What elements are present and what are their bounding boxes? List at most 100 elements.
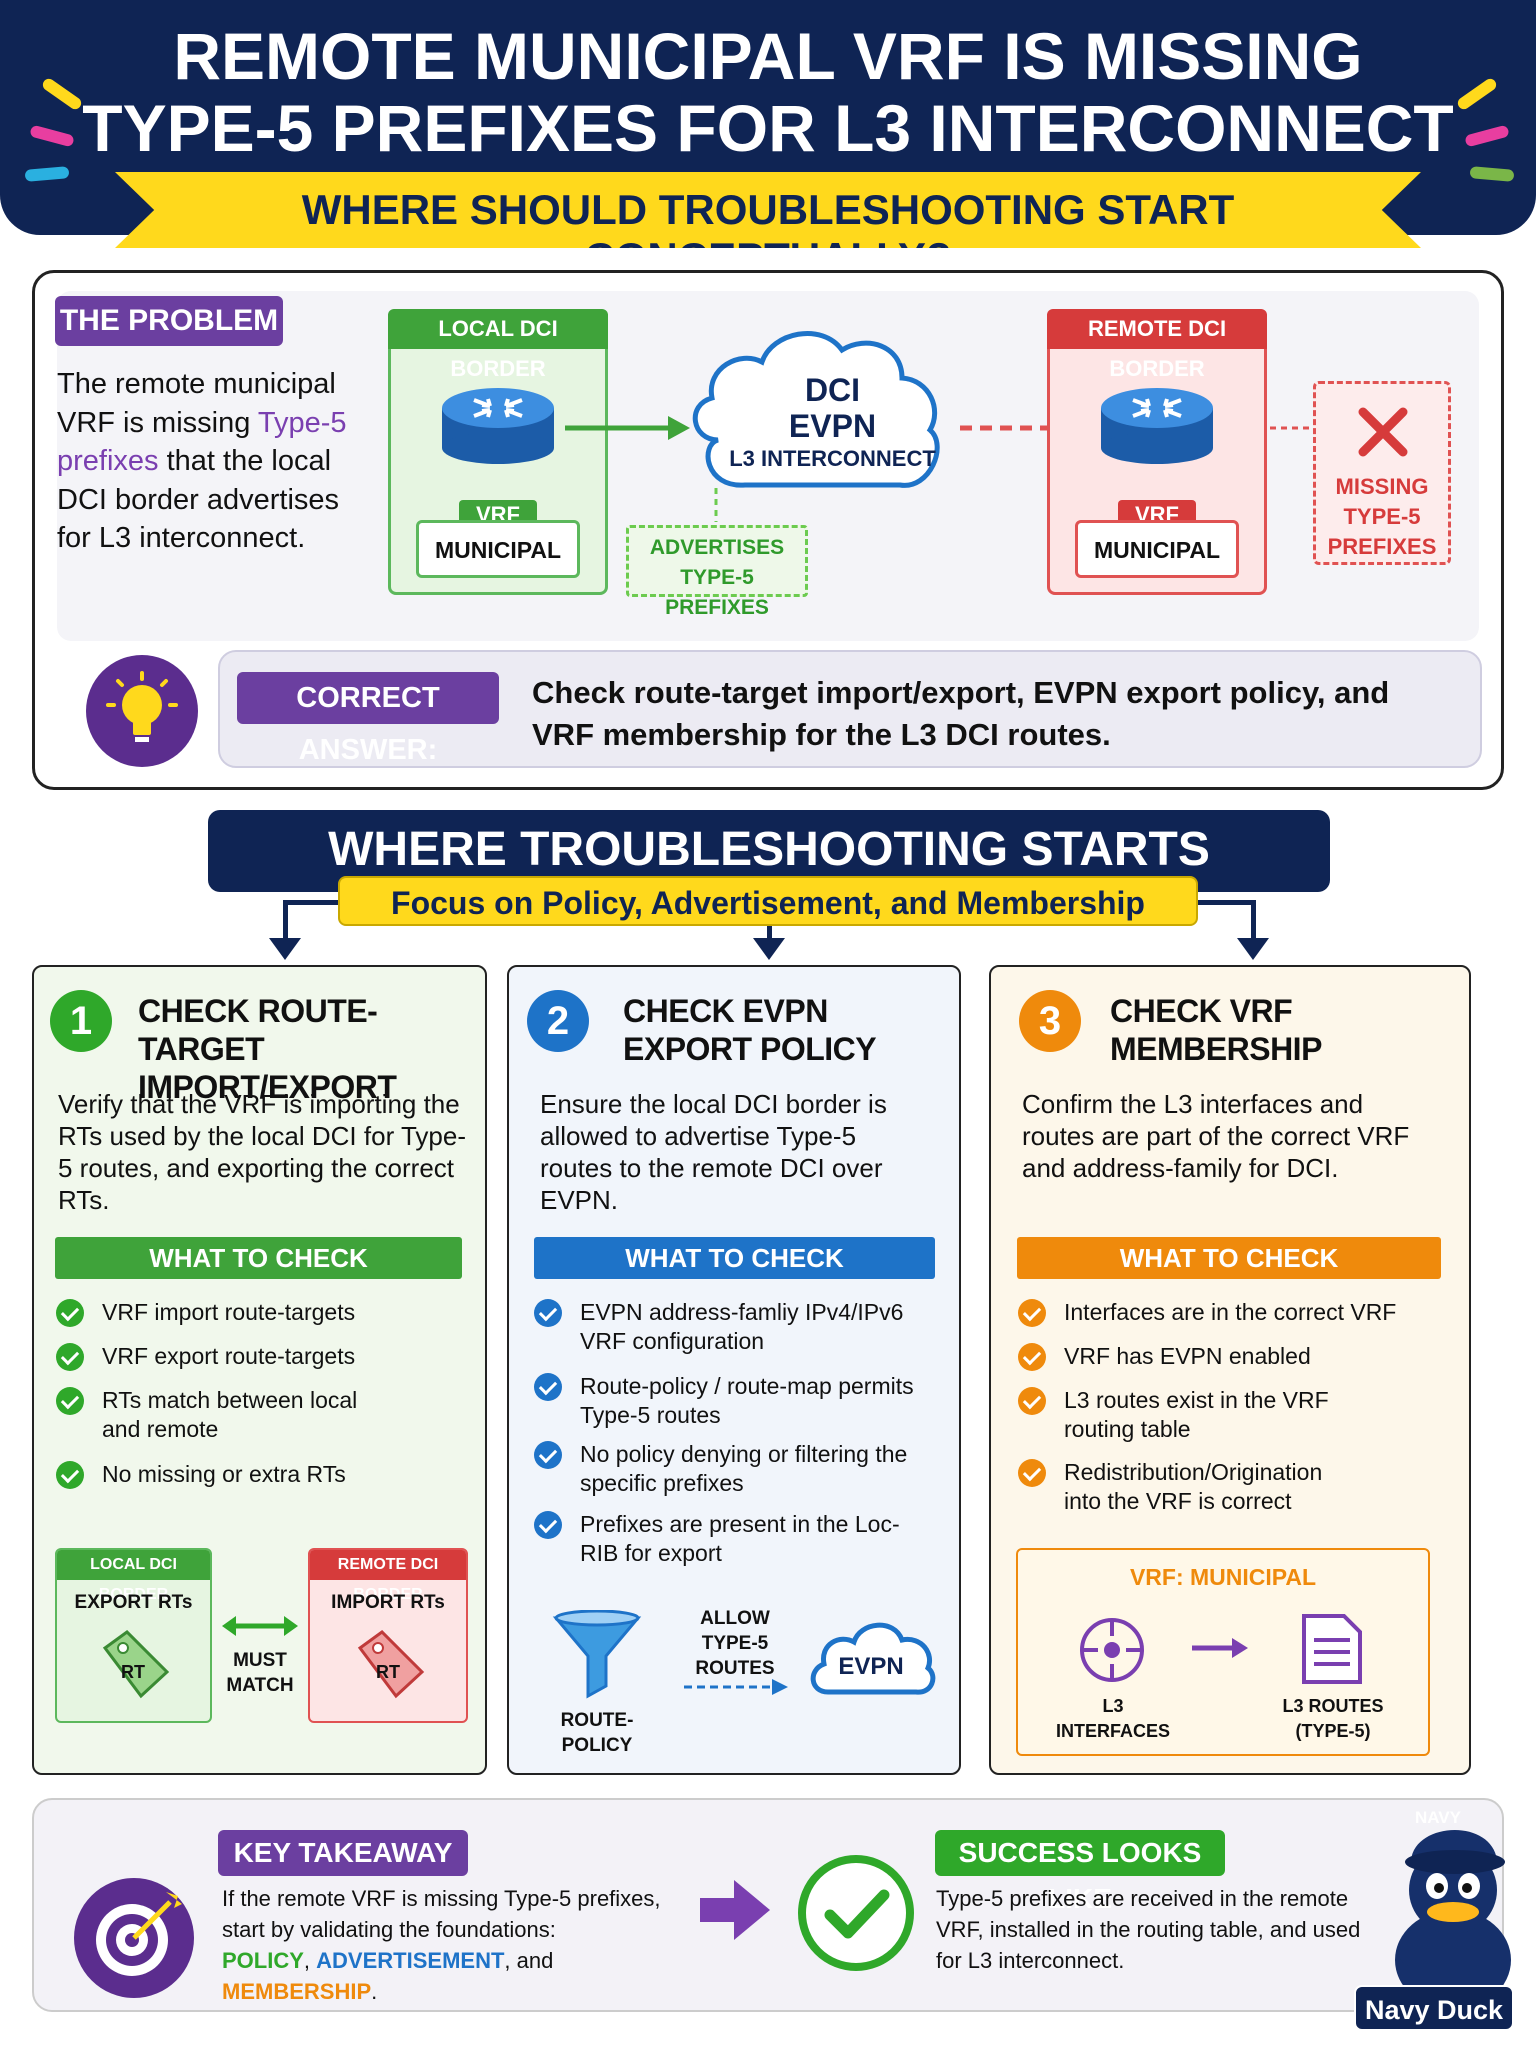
check-icon <box>1018 1459 1046 1487</box>
remote-vrf-name: MUNICIPAL <box>1075 520 1239 578</box>
interfaces-icon <box>1080 1618 1144 1682</box>
funnel-icon <box>552 1610 642 1699</box>
what-to-check-header: WHAT TO CHECK <box>1017 1237 1441 1279</box>
lightbulb-icon <box>86 655 198 767</box>
rt-label: RT <box>376 1662 400 1682</box>
problem-text-highlight: Type-5 prefixes <box>57 406 347 478</box>
column-title: CHECK EVPN EXPORT POLICY <box>623 993 877 1067</box>
step-number: 3 <box>1019 990 1081 1052</box>
vrf-municipal-box: VRF: MUNICIPAL L3 INTERFACES L3 ROUTES (… <box>1016 1548 1430 1756</box>
what-to-check-header: WHAT TO CHECK <box>55 1237 462 1279</box>
check-item: VRF export route-targets <box>56 1342 466 1371</box>
cloud-line-1: DCI <box>804 372 861 408</box>
takeaway-membership: MEMBERSHIP <box>222 1979 372 2004</box>
column-description: Ensure the local DCI border is allowed t… <box>540 1089 887 1215</box>
remote-dci-border-label: REMOTE DCI BORDER <box>310 1550 466 1603</box>
column-title: CHECK VRF MEMBERSHIP <box>1110 993 1322 1067</box>
cloud-line-3: L3 INTERCONNECT <box>729 446 936 471</box>
success-text: Type-5 prefixes are received in the remo… <box>936 1886 1361 1973</box>
missing-type5-box: MISSING TYPE-5 PREFIXES <box>1313 381 1451 565</box>
check-item: Route-policy / route-map permits Type-5 … <box>534 1372 914 1430</box>
rt-tag-icon <box>357 1630 425 1699</box>
import-rts-label: IMPORT RTs <box>331 1592 445 1613</box>
check-item: RTs match between local and remote <box>56 1386 386 1444</box>
takeaway-advertisement: ADVERTISEMENT <box>316 1948 505 1973</box>
success-looks-like-tag: SUCCESS LOOKS LIKE <box>935 1830 1225 1914</box>
step-number: 2 <box>527 990 589 1052</box>
allow-type5-label: ALLOW TYPE-5 ROUTES <box>695 1608 775 1679</box>
remote-import-rts-box: REMOTE DCI BORDER IMPORT RTs RT <box>308 1548 468 1723</box>
check-item-text: No policy denying or filtering the speci… <box>580 1441 908 1496</box>
correct-answer-tag: CORRECT ANSWER: <box>237 672 499 766</box>
subtitle-banner: WHERE SHOULD TROUBLESHOOTING START CONCE… <box>115 172 1421 248</box>
check-item: L3 routes exist in the VRF routing table <box>1018 1386 1338 1444</box>
routing-table-icon <box>1302 1614 1362 1684</box>
check-icon <box>1018 1299 1046 1327</box>
navy-duck-label: Navy Duck <box>1354 1985 1514 2031</box>
problem-text-1: The remote municipal VRF is missing <box>57 368 336 439</box>
problem-tag: THE PROBLEM <box>55 296 283 346</box>
export-rts-label: EXPORT RTs <box>74 1592 193 1613</box>
x-icon <box>1358 407 1408 457</box>
check-icon <box>534 1441 562 1469</box>
check-item: EVPN address-famliy IPv4/IPv6 VRF config… <box>534 1298 939 1356</box>
local-dci-border-title: LOCAL DCI BORDER <box>388 309 608 381</box>
check-icon <box>56 1299 84 1327</box>
check-item-text: Interfaces are in the correct VRF <box>1064 1299 1397 1325</box>
router-icon <box>1101 388 1213 464</box>
check-item-text: Route-policy / route-map permits Type-5 … <box>580 1373 914 1428</box>
check-item-text: VRF export route-targets <box>102 1343 356 1369</box>
section-subtitle: Focus on Policy, Advertisement, and Memb… <box>391 885 1145 921</box>
what-to-check-header: WHAT TO CHECK <box>534 1237 935 1279</box>
check-icon <box>534 1511 562 1539</box>
check-icon <box>1018 1343 1046 1371</box>
arrow-right-icon <box>700 1880 770 1940</box>
target-icon <box>74 1878 194 1998</box>
router-icon <box>442 388 554 464</box>
check-icon <box>1018 1387 1046 1415</box>
check-icon <box>534 1299 562 1327</box>
missing-text: MISSING TYPE-5 PREFIXES <box>1327 474 1437 559</box>
check-item-text: L3 routes exist in the VRF routing table <box>1064 1387 1329 1442</box>
column-title: CHECK ROUTE-TARGET IMPORT/EXPORT <box>138 993 397 1105</box>
down-arrow-icon <box>753 938 785 960</box>
check-icon <box>534 1373 562 1401</box>
arrow-right-icon <box>1192 1638 1248 1658</box>
rt-label: RT <box>121 1662 145 1682</box>
rt-tag-icon <box>102 1630 170 1699</box>
cloud-line-2: EVPN <box>788 408 877 444</box>
title-line-1: REMOTE MUNICIPAL VRF IS MISSING <box>173 19 1363 93</box>
correct-answer-text: Check route-target import/export, EVPN e… <box>532 675 1390 752</box>
connector-line <box>767 920 772 940</box>
local-dci-border-label: LOCAL DCI BORDER <box>57 1550 210 1603</box>
problem-text: The remote municipal VRF is missing Type… <box>57 365 357 558</box>
takeaway-policy: POLICY <box>222 1948 304 1973</box>
route-policy-label: ROUTE-POLICY <box>560 1710 634 1756</box>
subtitle: WHERE SHOULD TROUBLESHOOTING START CONCE… <box>301 186 1235 281</box>
double-arrow-icon <box>222 1616 298 1636</box>
check-item: VRF has EVPN enabled <box>1018 1342 1448 1371</box>
check-icon <box>56 1461 84 1489</box>
evpn-label: EVPN <box>838 1653 904 1680</box>
connector-line <box>1251 900 1256 940</box>
takeaway-period: . <box>371 1979 378 2004</box>
down-arrow-icon <box>1237 938 1269 960</box>
check-item: VRF import route-targets <box>56 1298 466 1327</box>
must-match-label: MUST MATCH <box>226 1650 294 1696</box>
vrf-prefix: VRF: <box>1129 1564 1184 1590</box>
check-item-text: No missing or extra RTs <box>102 1461 346 1487</box>
vrf-name: MUNICIPAL <box>1190 1564 1317 1590</box>
problem-text-2: that the local DCI border advertises for… <box>57 445 340 554</box>
takeaway-comma: , <box>303 1948 311 1973</box>
takeaway-and: and <box>516 1948 554 1973</box>
takeaway-comma: , <box>504 1948 511 1973</box>
check-item: No missing or extra RTs <box>56 1460 466 1489</box>
vrf-municipal-title: VRF: MUNICIPAL <box>1018 1564 1428 1591</box>
check-item: No policy denying or filtering the speci… <box>534 1440 934 1498</box>
column-description: Confirm the L3 interfaces and routes are… <box>1022 1089 1410 1183</box>
check-item-text: VRF import route-targets <box>102 1299 356 1325</box>
check-item-text: Prefixes are present in the Loc-RIB for … <box>580 1511 900 1566</box>
title-line-2: TYPE-5 PREFIXES FOR L3 INTERCONNECT <box>82 91 1454 165</box>
check-item-text: EVPN address-famliy IPv4/IPv6 VRF config… <box>580 1299 904 1354</box>
check-item-text: VRF has EVPN enabled <box>1064 1343 1311 1369</box>
